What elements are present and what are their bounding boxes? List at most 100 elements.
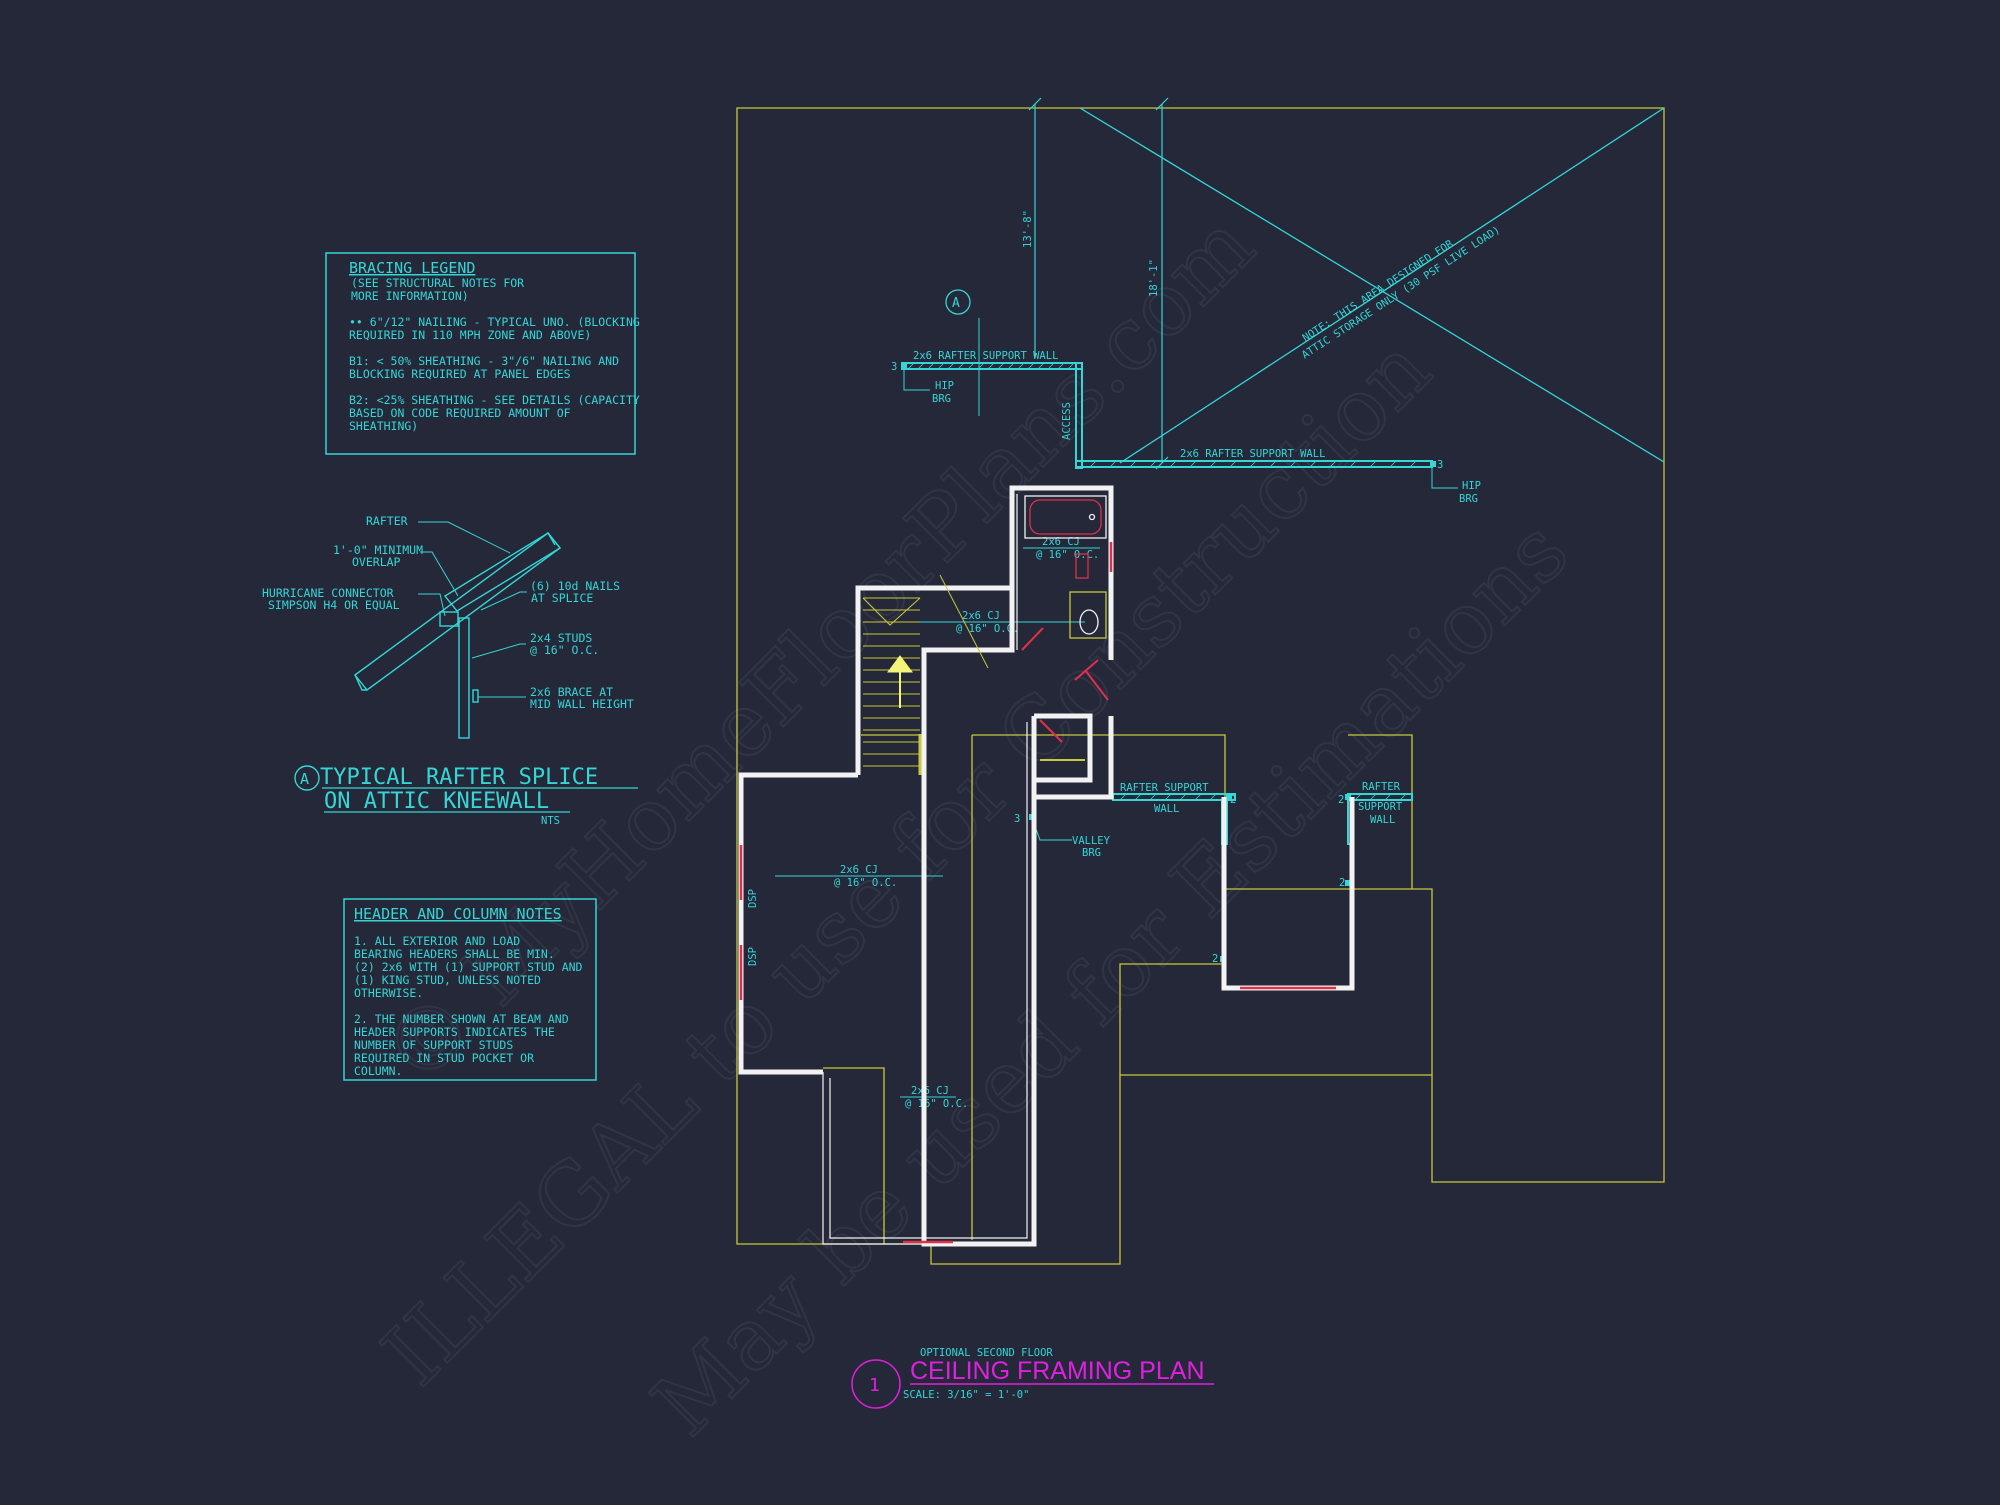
detail-marker-label: A [952,296,960,311]
header-note2-line4: REQUIRED IN STUD POCKET OR [354,1051,534,1065]
windows [739,542,1336,1244]
detail-title-marker-label: A [300,770,309,788]
door-bath-b [1074,659,1099,681]
cj-main-line-2: @ 16" O.C. [834,877,897,889]
leader-hip-left [903,368,930,391]
stair-arrow [887,655,913,708]
valley-brg-2: BRG [1082,847,1101,859]
dimension-lines [1028,97,1169,470]
header-note2-line2: HEADER SUPPORTS INDICATES THE [354,1025,555,1039]
door-swings [1021,627,1109,743]
attic-note-line-2: ATTIC STORAGE ONLY (30 PSF LIVE LOAD) [1300,224,1503,361]
title-main: CEILING FRAMING PLAN [910,1357,1205,1385]
rafter-support-wall-center [1112,793,1236,801]
dsp-upper-label: DSP [747,889,759,908]
cj-stair-line-2: @ 16" O.C. [956,623,1019,635]
detail-geometry [353,532,562,739]
bracing-legend-box [325,252,636,455]
header-notes-box [343,898,597,1081]
dim-label-left: 13'-8" [1022,210,1034,248]
hip-line-2 [1119,107,1665,464]
cj-stair-line-1: 2x6 CJ [962,610,1000,622]
dim-tick-left-top [1028,97,1042,111]
cj-bottom-line-2: @ 16" O.C. [905,1098,968,1110]
wall-main-right [921,716,1037,1247]
tub-drain [1088,513,1096,521]
bracing-item2-line2: BLOCKING REQUIRED AT PANEL EDGES [349,367,571,381]
outline-stair-top [861,734,926,775]
tub-basin [1029,499,1102,535]
leader-rafter [418,521,511,554]
detail-connector [439,611,459,627]
stair-arrow-head [887,655,913,673]
door-closet [1039,719,1063,743]
bracing-item3-line1: B2: <25% SHEATHING - SEE DETAILS (CAPACI… [349,393,640,407]
leader-connector [418,593,446,617]
door-bath-a [1084,669,1109,701]
num-wall-end-b: 2 [1338,794,1344,806]
leader-hip-right [1431,466,1458,489]
detail-leaders [418,521,527,698]
rafter-wall-top-label: 2x6 RAFTER SUPPORT WALL [913,350,1058,362]
wall-bath [1009,485,1114,660]
header-note1-line3: (2) 2x6 WITH (1) SUPPORT STUD AND [354,960,583,974]
marker-hip-left [901,362,907,368]
title-block: OPTIONAL SECOND FLOOR 1 CEILING FRAMING … [851,1347,1214,1409]
leader-nails [480,591,527,611]
num-wall-end-a: 2 [1230,794,1236,806]
vanity [1069,591,1107,639]
hatch-top [907,362,1075,370]
header-note1-line4: (1) KING STUD, UNLESS NOTED [354,973,541,987]
rafter-support-wall-center-2: WALL [1154,803,1179,815]
wall-closet [1034,713,1093,783]
outline-porch [823,1067,885,1244]
bathroom-fixtures [1024,495,1107,639]
detail-label-overlap-2: OVERLAP [352,555,401,569]
thin-wall-porch [822,1072,931,1245]
header-notes-title: HEADER AND COLUMN NOTES [354,905,562,923]
detail-rafter-cut [354,674,367,691]
bracing-legend-subtitle-1: (SEE STRUCTURAL NOTES FOR [351,276,524,290]
detail-brace [472,689,479,703]
hatch-lower [1119,793,1407,801]
marker-wall-end-b [1345,794,1351,800]
bracing-item3-line3: SHEATHING) [349,419,418,433]
outline-main [736,107,1665,1265]
rafter-support-wall-right-1: RAFTER [1362,781,1401,793]
dim-label-right: 18'-1" [1148,259,1160,297]
leader-valley [1031,817,1072,841]
dim-tick-right-top [1155,97,1169,111]
title-scale: SCALE: 3/16" = 1'-0" [903,1389,1029,1401]
stair-diagonal [939,574,989,669]
detail-marker-circle [945,289,971,315]
wall-hall [1034,716,1114,800]
detail-label-studs-2: @ 16" O.C. [530,643,599,657]
hip-brg-right-2: BRG [1459,493,1478,505]
detail-title-line1: TYPICAL RAFTER SPLICE [320,765,598,790]
hip-brg-left-2: BRG [932,393,951,405]
detail-label-brace-1: 2x6 BRACE AT [530,685,613,699]
rafter-support-wall-right-2: SUPPORT [1358,801,1403,813]
bracing-legend: BRACING LEGEND (SEE STRUCTURAL NOTES FOR… [325,252,640,455]
num-post-a: 2 [1212,953,1218,965]
title-number: 1 [869,1375,880,1396]
header-note2-line1: 2. THE NUMBER SHOWN AT BEAM AND [354,1012,569,1026]
detail-label-overlap-1: 1'-0" MINIMUM [333,543,423,557]
sink [1079,609,1099,635]
detail-title-line2: ON ATTIC KNEEWALL [324,789,549,814]
rafter-splice-detail: RAFTER 1'-0" MINIMUM OVERLAP HURRICANE C… [262,514,638,827]
access-label: ACCESS [1061,402,1073,440]
title-subtitle: OPTIONAL SECOND FLOOR [920,1347,1053,1359]
cj-main-line-1: 2x6 CJ [840,864,878,876]
num-valley: 3 [1014,813,1020,825]
leader-overlap [420,551,459,597]
hip-lines [1079,107,1665,464]
header-note1-line5: OTHERWISE. [354,986,423,1000]
rafter-wall-mid-label: 2x6 RAFTER SUPPORT WALL [1180,448,1325,460]
detail-rafter-upper [443,532,562,612]
cj-bottom-line-1: 2x6 CJ [911,1085,949,1097]
hatching [907,362,1417,801]
detail-stud [458,617,470,739]
header-column-notes: HEADER AND COLUMN NOTES 1. ALL EXTERIOR … [343,898,597,1081]
